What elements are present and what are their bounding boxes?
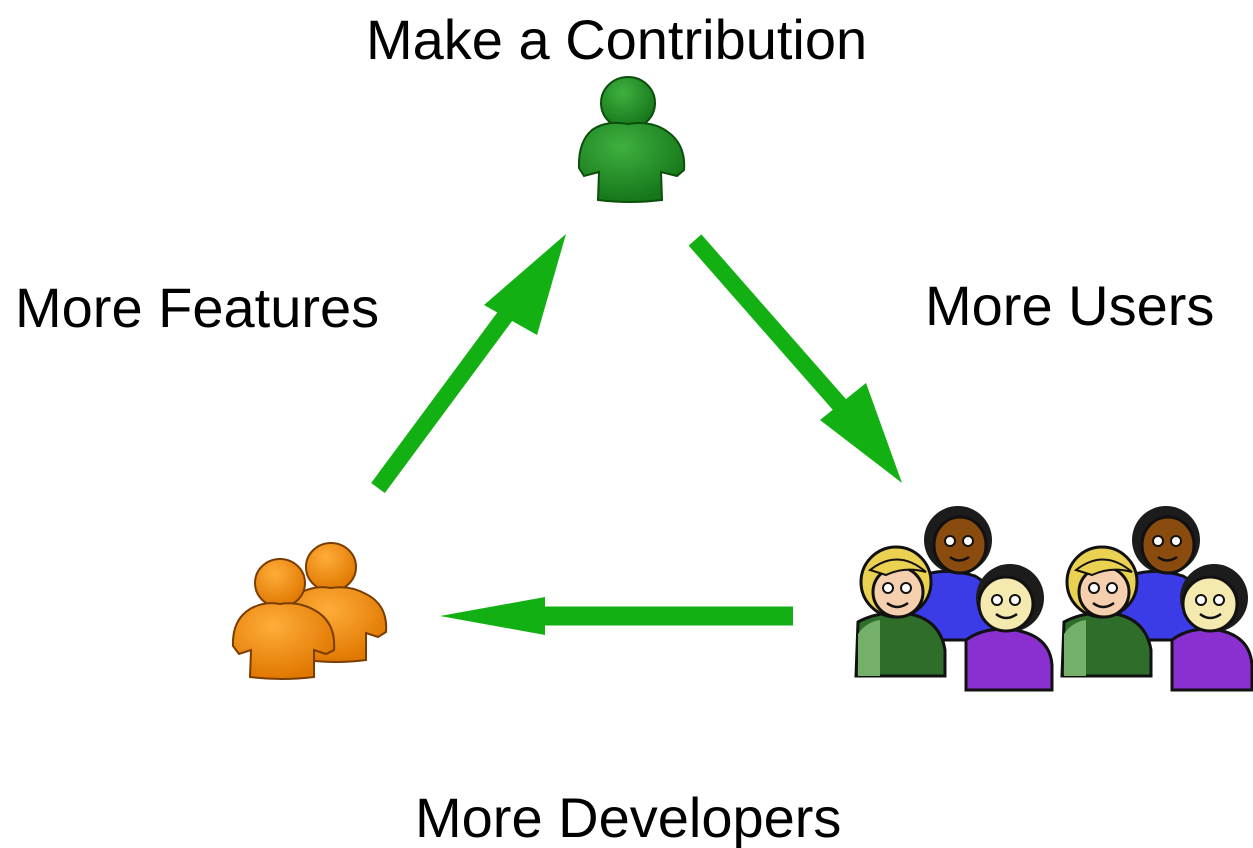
- users-cluster-2: [1060, 506, 1253, 692]
- two-people-icon: [231, 542, 388, 680]
- arrow-users-to-developers: [440, 597, 793, 635]
- arrow-features-to-contribution: [371, 234, 566, 494]
- more-users-label: More Users: [925, 274, 1215, 337]
- more-developers-label: More Developers: [415, 786, 842, 848]
- arrow-contribution-to-users: [688, 234, 902, 483]
- more-features-label: More Features: [15, 276, 380, 339]
- users-cluster-1: [854, 506, 1054, 692]
- single-person-icon: [577, 76, 686, 203]
- make-a-contribution-label: Make a Contribution: [366, 8, 868, 71]
- group-of-users-icon: [854, 506, 1253, 692]
